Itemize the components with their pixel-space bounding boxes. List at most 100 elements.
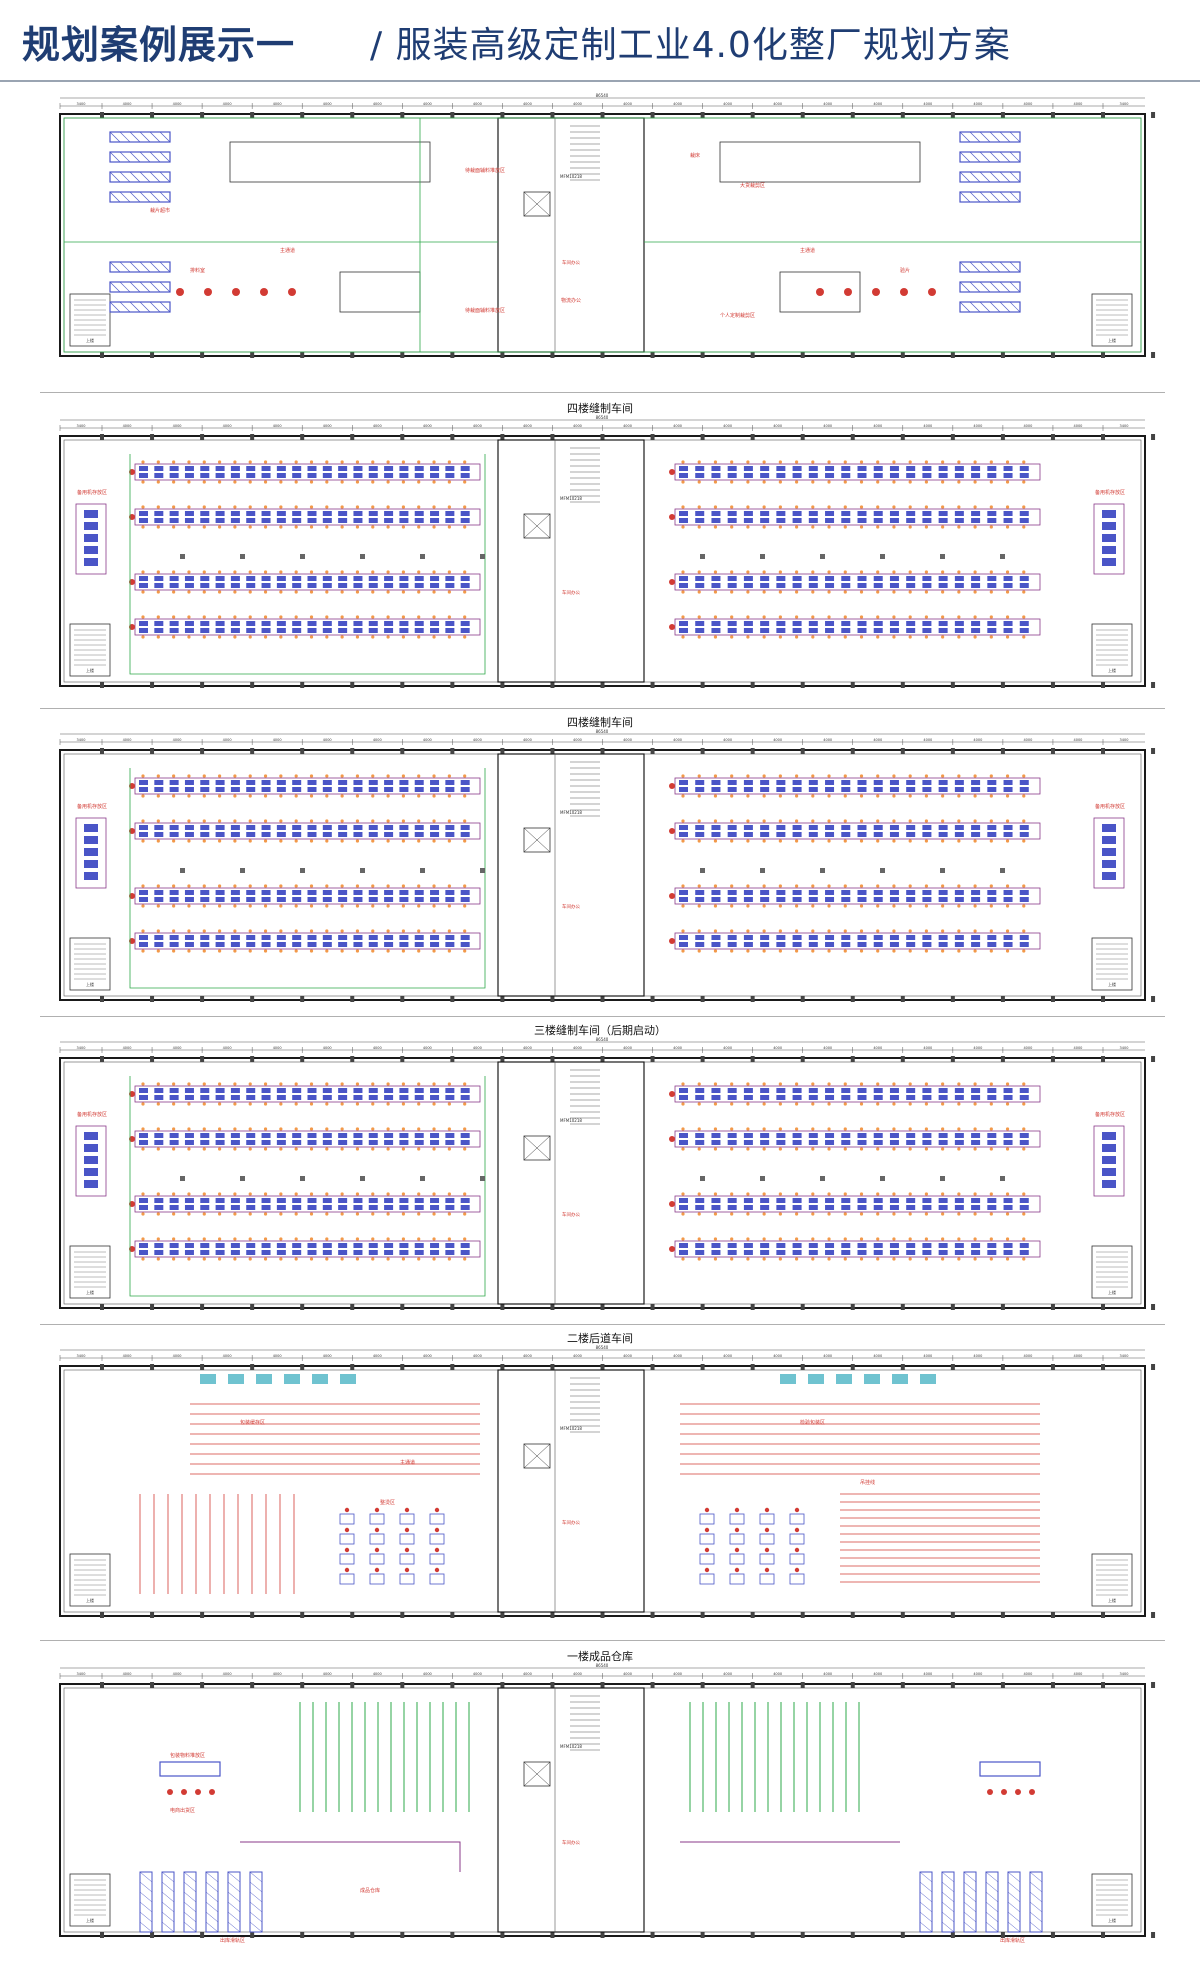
sewing-machine bbox=[825, 1250, 835, 1255]
operator bbox=[417, 1212, 421, 1216]
operator bbox=[794, 1147, 799, 1151]
operator bbox=[941, 505, 945, 509]
sewing-machine bbox=[338, 1243, 348, 1248]
operator bbox=[681, 904, 685, 908]
sewing-machine bbox=[184, 466, 194, 471]
column bbox=[550, 1364, 555, 1370]
dimension-value: 4000 bbox=[423, 102, 432, 106]
operator bbox=[248, 904, 252, 908]
sewing-machine bbox=[230, 621, 240, 626]
sewing-machine bbox=[154, 583, 164, 588]
sewing-machine bbox=[825, 628, 835, 633]
spare-machine bbox=[84, 534, 98, 542]
sewing-machine bbox=[353, 1198, 363, 1203]
sewing-machine bbox=[368, 1243, 378, 1248]
operator bbox=[713, 884, 718, 888]
dimension-value: 4000 bbox=[423, 1354, 432, 1358]
operator bbox=[263, 819, 268, 823]
sewing-machine bbox=[938, 1205, 948, 1210]
operator bbox=[827, 794, 831, 798]
column bbox=[650, 352, 655, 358]
operator bbox=[876, 480, 880, 484]
sewing-machine bbox=[154, 1205, 164, 1210]
operator bbox=[325, 1082, 329, 1086]
sewing-machine bbox=[743, 1243, 753, 1248]
sewing-machine bbox=[169, 1205, 179, 1210]
operator bbox=[957, 1192, 961, 1196]
sewing-machine bbox=[873, 1250, 883, 1255]
operator bbox=[924, 884, 929, 888]
auto-cutter bbox=[779, 271, 861, 313]
sewing-machine bbox=[679, 825, 688, 830]
sewing-machine bbox=[906, 1140, 916, 1145]
sewing-machine bbox=[215, 621, 225, 626]
sewing-machine bbox=[695, 1140, 705, 1145]
operator bbox=[279, 884, 283, 888]
sewing-machine bbox=[184, 1095, 194, 1100]
operator bbox=[233, 774, 237, 778]
sewing-machine bbox=[679, 511, 688, 516]
operator bbox=[233, 1192, 237, 1196]
pillar bbox=[940, 1176, 945, 1181]
operator bbox=[156, 505, 160, 509]
sewing-machine bbox=[695, 511, 705, 516]
elevator bbox=[523, 1135, 551, 1161]
column bbox=[200, 1304, 205, 1310]
dimension-value: 4000 bbox=[373, 424, 382, 428]
sewing-machine bbox=[215, 473, 225, 478]
column bbox=[300, 1932, 305, 1938]
shelf-rack bbox=[963, 1871, 977, 1933]
column bbox=[550, 352, 555, 358]
sewing-machine bbox=[200, 787, 210, 792]
elevator-label: MFM10218 bbox=[560, 810, 582, 815]
operator bbox=[248, 590, 252, 594]
pressing-station bbox=[789, 1553, 805, 1565]
sewing-machine bbox=[841, 832, 851, 837]
sewing-machine bbox=[792, 628, 802, 633]
operator bbox=[957, 794, 961, 798]
sewing-machine bbox=[139, 1140, 148, 1145]
operator bbox=[876, 794, 880, 798]
sewing-machine bbox=[971, 935, 981, 940]
operator bbox=[325, 1237, 329, 1241]
sewing-machine bbox=[889, 628, 899, 633]
sewing-machine bbox=[987, 1250, 997, 1255]
sewing-machine bbox=[230, 942, 240, 947]
operator bbox=[1005, 505, 1010, 509]
operator bbox=[340, 460, 344, 464]
dimension-value: 4000 bbox=[473, 738, 482, 742]
operator bbox=[827, 1102, 831, 1106]
operator bbox=[172, 884, 176, 888]
dimension-total: 86540 bbox=[596, 1345, 609, 1350]
operator bbox=[811, 1147, 815, 1151]
dimension-value: 4000 bbox=[973, 102, 982, 106]
rack-hatch bbox=[979, 261, 991, 273]
column bbox=[350, 1056, 355, 1062]
operator bbox=[374, 1527, 380, 1533]
sewing-machine bbox=[1003, 583, 1013, 588]
rack-hatch bbox=[969, 191, 981, 203]
rack-hatch bbox=[159, 151, 171, 163]
operator bbox=[697, 1237, 701, 1241]
column bbox=[850, 682, 855, 688]
sewing-machine bbox=[873, 576, 883, 581]
operator bbox=[263, 774, 268, 778]
operator bbox=[248, 615, 252, 619]
operator bbox=[340, 929, 344, 933]
sewing-machine bbox=[825, 832, 835, 837]
operator bbox=[325, 904, 329, 908]
operator bbox=[697, 570, 701, 574]
column bbox=[250, 1364, 255, 1370]
operator bbox=[876, 590, 880, 594]
operator bbox=[187, 570, 191, 574]
sewing-machine bbox=[246, 583, 256, 588]
operator bbox=[859, 1237, 864, 1241]
sewing-machine bbox=[987, 621, 997, 626]
rack-hatch bbox=[999, 191, 1011, 203]
operator bbox=[463, 884, 467, 888]
operator bbox=[697, 794, 701, 798]
column bbox=[600, 1932, 605, 1938]
operator bbox=[386, 904, 390, 908]
sewing-machine bbox=[215, 628, 225, 633]
